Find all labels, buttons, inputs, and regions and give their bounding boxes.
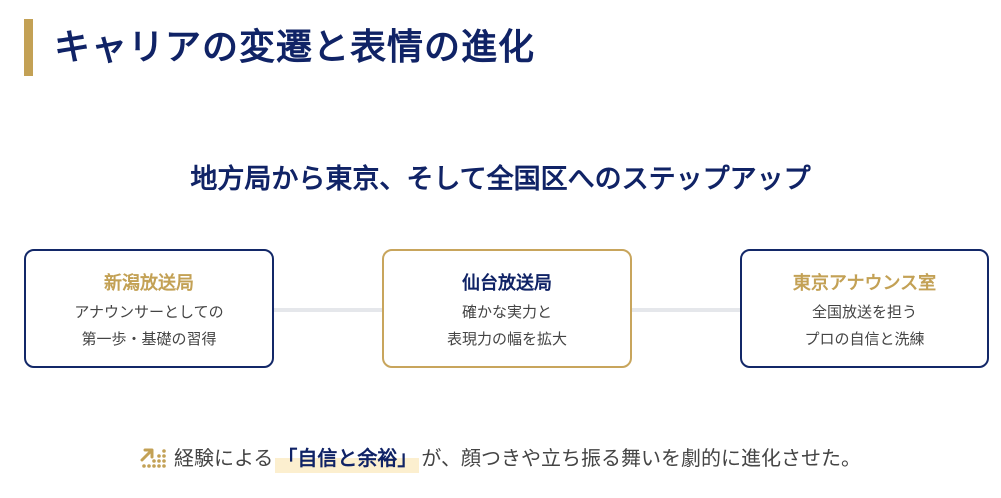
section-subtitle: 地方局から東京、そして全国区へのステップアップ [190, 164, 811, 195]
step-description-line: プロの自信と洗練 [804, 330, 925, 348]
step-title: 東京アナウンス室 [792, 273, 937, 294]
growth-chart-icon [140, 448, 166, 468]
step-description-line: 全国放送を担う [811, 303, 917, 321]
step-description-line: 確かな実力と [461, 303, 552, 321]
step-card-sendai: 仙台放送局 確かな実力と 表現力の幅を拡大 [382, 249, 632, 368]
page-title: キャリアの変遷と表情の進化 [54, 27, 536, 68]
step-title: 仙台放送局 [462, 273, 552, 294]
step-card-niigata: 新潟放送局 アナウンサーとしての 第一歩・基礎の習得 [24, 249, 274, 368]
step-description-line: 表現力の幅を拡大 [446, 330, 567, 348]
timeline-connector-2 [632, 308, 740, 312]
summary-text-after: が、顔つきや立ち振る舞いを劇的に進化させた。 [421, 446, 861, 470]
step-description-line: アナウンサーとしての [74, 303, 224, 321]
summary-statement: 経験による 「自信と余裕」 が、顔つきや立ち振る舞いを劇的に進化させた。 [0, 440, 1001, 476]
title-accent-bar [24, 19, 33, 76]
timeline-connector-1 [274, 308, 382, 312]
step-description-line: 第一歩・基礎の習得 [81, 330, 217, 348]
step-title: 新潟放送局 [104, 273, 194, 294]
summary-highlight: 「自信と余裕」 [275, 440, 420, 476]
step-card-tokyo: 東京アナウンス室 全国放送を担う プロの自信と洗練 [740, 249, 989, 368]
summary-text-before: 経験による [173, 446, 274, 470]
